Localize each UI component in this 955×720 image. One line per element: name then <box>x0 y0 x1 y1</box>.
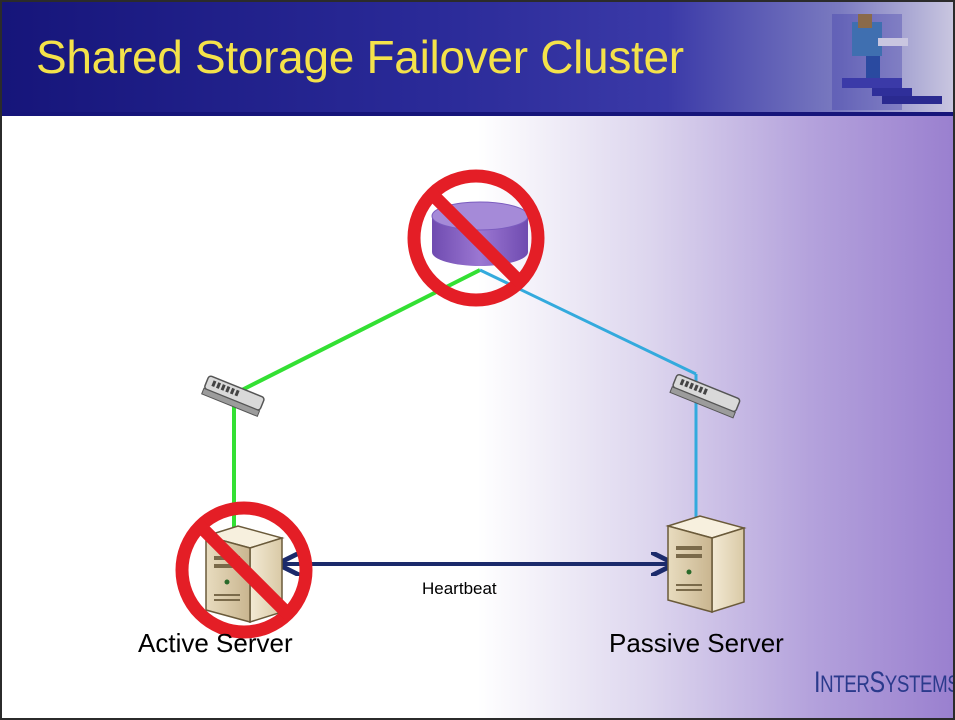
brand-initial-i: I <box>814 666 821 699</box>
switch-right-icon <box>669 374 741 419</box>
brand-nter: NTER <box>820 671 870 698</box>
brand-initial-s: S <box>869 666 886 699</box>
stair-climber-logo-icon <box>832 14 942 110</box>
intersystems-logo: INTERSYSTEMS <box>814 666 955 700</box>
slide-title: Shared Storage Failover Cluster <box>36 31 684 83</box>
active-server-label: Active Server <box>138 628 293 658</box>
active-path <box>232 268 481 528</box>
switch-left-icon <box>201 375 265 418</box>
storage-failure-icon <box>407 169 545 307</box>
title-rule <box>2 112 953 116</box>
brand-ystems: YSTEMS <box>884 671 955 698</box>
active-server-failure-icon <box>175 501 313 639</box>
title-bar: Shared Storage Failover Cluster <box>2 2 953 112</box>
passive-server-label: Passive Server <box>609 628 784 658</box>
passive-server-icon <box>665 515 747 614</box>
heartbeat-label: Heartbeat <box>422 579 497 598</box>
passive-path <box>479 268 698 528</box>
